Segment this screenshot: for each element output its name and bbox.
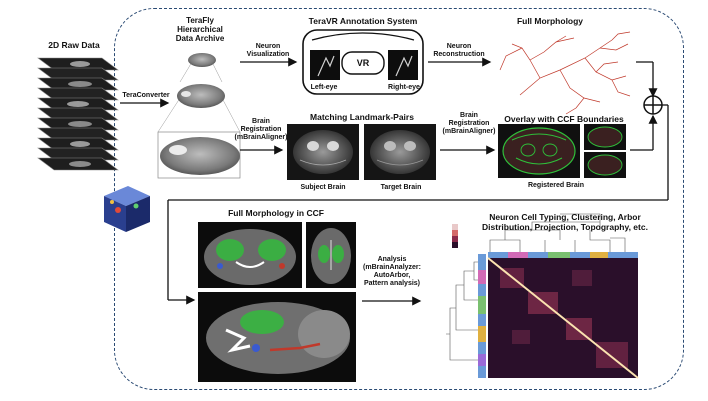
analysis-label-4: Pattern analysis) [363,280,421,287]
registered-brain-label: Registered Brain [527,182,585,189]
brain-registration-2-label-3: (mBrainAligner) [442,128,496,135]
vaa3d-cube-logo [104,186,150,232]
subject-brain-label: Subject Brain [300,184,346,191]
ccf-morphology-panels [198,222,356,382]
analysis-label-3: AutoArbor, [373,272,411,279]
raw-data-label: 2D Raw Data [48,40,100,50]
target-brain-label: Target Brain [380,184,422,191]
terafly-pyramid [157,53,241,179]
matching-landmark-pairs-label: Matching Landmark-Pairs [310,112,414,122]
left-eye-label: Left-eye [310,84,338,91]
vr-headset [302,29,424,95]
clustering-heatmap [446,213,639,379]
cell-typing-label-1: Neuron Cell Typing, Clustering, Arbor [489,212,641,222]
neuron-visualization-label-1: Neuron [255,43,281,50]
neuron-reconstruction-label-2: Reconstruction [433,51,485,58]
circle-plus-icon [643,95,663,115]
brain-registration-2-label-1: Brain [460,112,478,119]
matching-landmark-pairs [287,124,436,180]
full-morphology-label: Full Morphology [516,16,584,26]
brain-registration-2-label-2: Registration [448,120,490,127]
brain-registration-label-3: (mBrainAligner) [234,134,288,141]
full-morphology-ccf-label: Full Morphology in CCF [228,208,324,218]
raw-data-stack [37,57,119,171]
terafly-label-3: Data Archive [175,34,225,43]
ccf-overlay [498,124,626,178]
brain-registration-label-1: Brain [252,118,270,125]
neuron-reconstruction-label-1: Neuron [446,43,472,50]
cell-typing-label-2: Distribution, Projection, Topography, et… [482,222,648,232]
terafly-label-1: TeraFly [186,16,214,25]
full-morphology-neuron [499,31,631,115]
brain-registration-label-2: Registration [240,126,282,133]
analysis-label-2: (mBrainAnalyzer: [363,264,421,271]
analysis-label-1: Analysis [377,256,407,263]
vr-label: VR [356,58,370,68]
terafly-label-2: Hierarchical [177,25,223,34]
right-eye-label: Right-eye [388,84,420,91]
neuron-visualization-label-2: Visualization [246,51,290,58]
teraconverter-label: TeraConverter [122,92,170,99]
overlay-ccf-label: Overlay with CCF Boundaries [504,114,624,124]
teravr-label: TeraVR Annotation System [308,16,418,26]
